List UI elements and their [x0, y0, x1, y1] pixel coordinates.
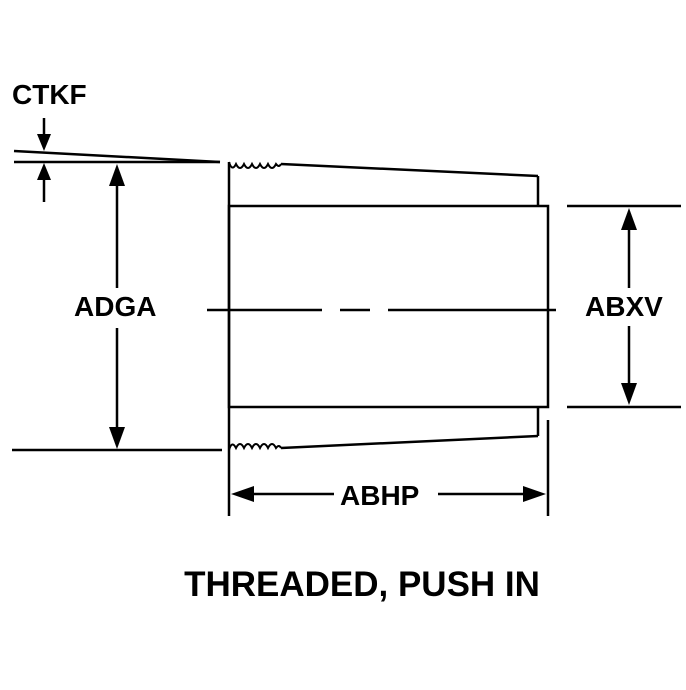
abxv-label: ABXV [585, 291, 663, 322]
abxv-arrow-down [621, 383, 637, 405]
ctkf-taper-extension [13, 149, 221, 164]
bottom-thread-profile [228, 443, 282, 451]
bottom-taper-line [280, 434, 539, 450]
abhp-arrow-right [523, 486, 546, 502]
abhp-dimension [231, 420, 550, 516]
abhp-arrow-left [231, 486, 254, 502]
abhp-label: ABHP [340, 480, 419, 511]
ctkf-arrow-up [37, 163, 51, 180]
diagram-caption: THREADED, PUSH IN [184, 565, 540, 604]
ctkf-label: CTKF [12, 79, 87, 110]
adga-arrow-up [109, 164, 125, 186]
top-taper-line [280, 162, 539, 178]
adga-arrow-down [109, 427, 125, 449]
abxv-dimension [567, 204, 681, 409]
bore-body [227, 204, 550, 409]
adga-label: ADGA [74, 291, 156, 322]
ctkf-dimension [13, 118, 221, 202]
part-outline [227, 161, 550, 516]
ctkf-arrow-down [37, 134, 51, 151]
top-thread-profile [228, 161, 282, 169]
abxv-arrow-up [621, 208, 637, 230]
adga-dimension [12, 164, 222, 452]
